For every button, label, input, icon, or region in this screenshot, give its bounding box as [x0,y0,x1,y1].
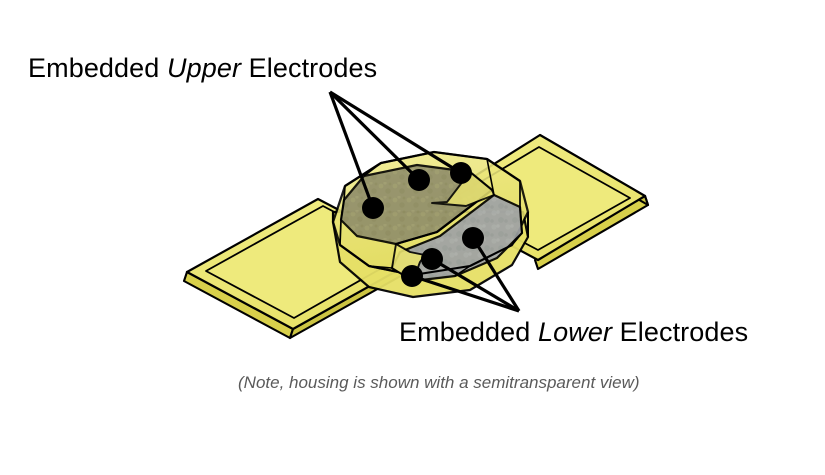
callout-dot-upper-3 [450,162,472,184]
callout-dot-lower-3 [401,265,423,287]
figure-note: (Note, housing is shown with a semitrans… [238,373,640,392]
callout-dot-upper-2 [408,169,430,191]
label-upper-suffix: Electrodes [241,53,378,83]
label-lower-prefix: Embedded [399,317,538,347]
label-upper-prefix: Embedded [28,53,167,83]
callout-lower [401,227,521,313]
leader-line-lower-1 [471,237,521,312]
housing-corner-edges [332,212,529,237]
housing-right-thickness [511,181,523,246]
callout-upper [328,90,472,219]
callout-dot-upper-1 [362,197,384,219]
housing-left-thickness [339,185,346,246]
leader-line-lower-2 [431,257,520,313]
leader-line-lower-3 [411,274,520,313]
housing [331,150,530,299]
label-embedded-upper-electrodes: Embedded Upper Electrodes [28,52,377,84]
label-lower-emphasis: Lower [538,317,613,347]
leader-line-upper-2 [328,90,421,182]
callout-dot-lower-1 [462,227,484,249]
lead-notch-left [391,243,426,282]
housing-upper-right-thickness [486,158,495,196]
label-lower-suffix: Electrodes [612,317,749,347]
leader-line-upper-3 [329,90,462,175]
housing-upper-left-thickness [363,162,382,177]
label-upper-emphasis: Upper [167,53,242,83]
housing-rim-top [344,150,521,187]
leader-line-upper-1 [328,91,375,209]
label-embedded-lower-electrodes: Embedded Lower Electrodes [399,316,748,348]
callout-dot-lower-2 [421,248,443,270]
lead-notch-right [431,171,495,207]
